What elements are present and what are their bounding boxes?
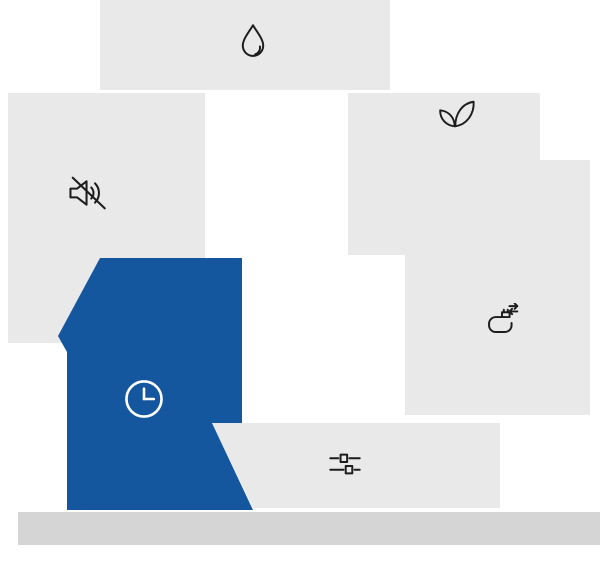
bottom-bar (18, 512, 600, 545)
tile-water[interactable] (100, 0, 390, 90)
sliders-icon (327, 449, 363, 479)
clock-icon (121, 376, 167, 422)
speaker-muted-icon (66, 174, 110, 212)
leaves-icon (436, 95, 476, 131)
tile-time[interactable] (58, 258, 253, 510)
tile-adjust[interactable] (212, 423, 500, 508)
plug-transfer-icon (482, 303, 520, 341)
tile-connectivity[interactable] (405, 160, 590, 415)
water-drop-icon (236, 22, 270, 62)
